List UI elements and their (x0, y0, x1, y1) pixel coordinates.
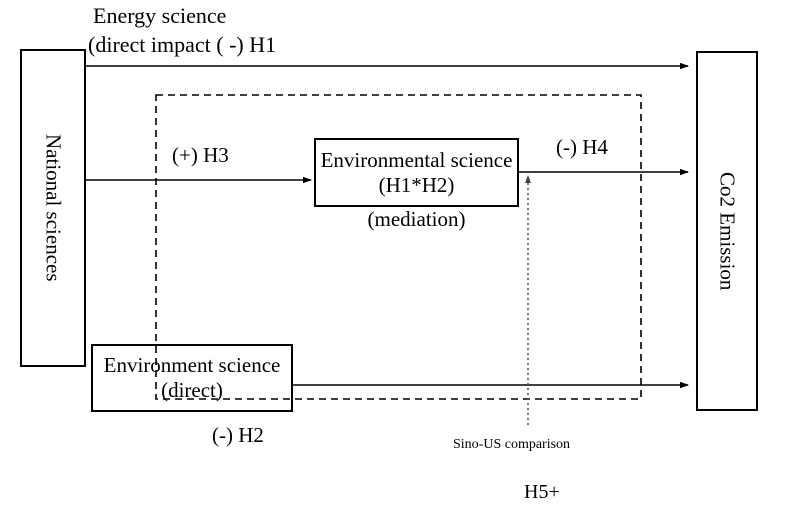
node-environment-science-direct: Environment science (direct) (94, 347, 290, 409)
node-box-environment-science-direct (91, 344, 293, 412)
label-energy-science-line2: (direct impact ( -) H1 (88, 32, 277, 57)
annotation-h5-plus: H5+ (524, 481, 560, 503)
node-environmental-science-mediation: Environmental science (H1*H2) (317, 141, 516, 204)
node-box-national-sciences (20, 49, 86, 367)
node-box-co2-emission (696, 51, 758, 411)
node-national-sciences: National sciences (21, 50, 85, 366)
annotation-sino-us-comparison: Sino-US comparison (453, 437, 571, 452)
label-energy-science-line1: Energy science (93, 3, 227, 28)
node-box-environmental-science-mediation (314, 138, 519, 207)
edge-label-h2: (-) H2 (212, 423, 264, 447)
node-label-environment-science-direct: Environment science (direct) (103, 353, 281, 402)
node-sublabel-mediation: (mediation) (367, 207, 466, 231)
moderator-dashed-frame (155, 94, 642, 400)
node-co2-emission: Co2 Emission (697, 52, 757, 410)
edge-label-h4: (-) H4 (556, 135, 608, 159)
node-label-national-sciences: National sciences (41, 134, 66, 282)
node-label-environmental-science-mediation: Environmental science (H1*H2) (320, 147, 513, 197)
edge-label-h3: (+) H3 (172, 143, 229, 167)
node-label-co2-emission: Co2 Emission (715, 171, 740, 291)
